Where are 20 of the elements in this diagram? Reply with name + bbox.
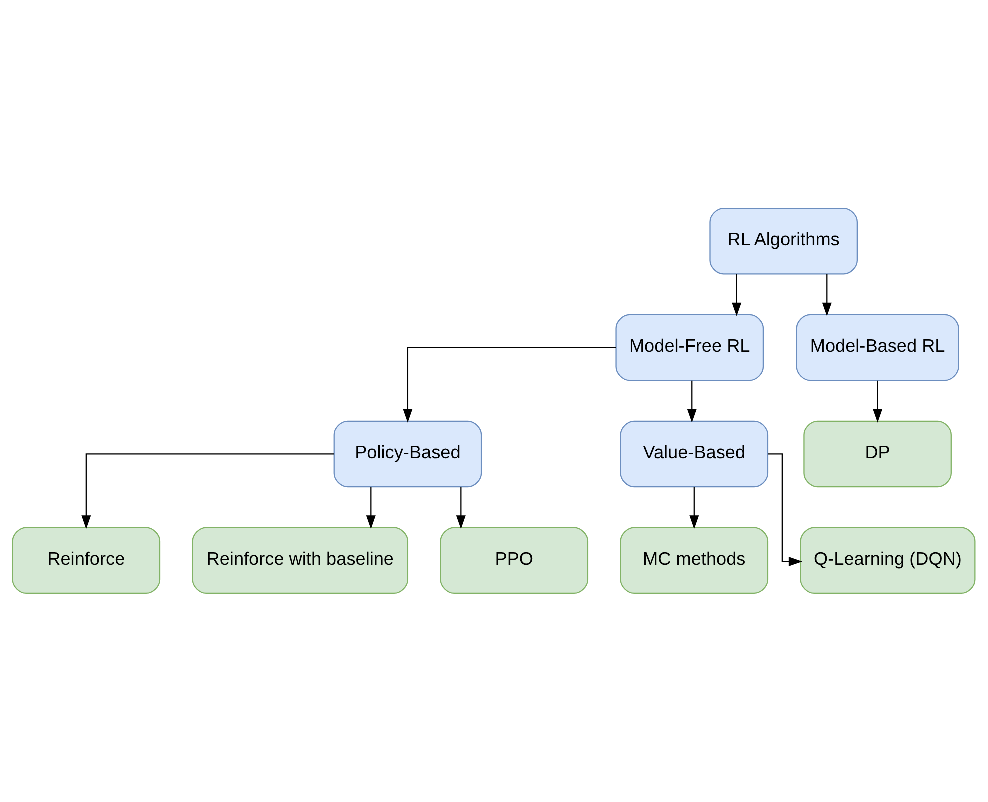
node-box: Value-Based — [620, 420, 769, 488]
arrow — [456, 487, 466, 530]
arrow — [687, 380, 697, 423]
node-box: DP — [804, 420, 952, 488]
arrow — [873, 380, 883, 423]
node-box: Model-Free RL — [616, 314, 764, 382]
arrow — [690, 487, 700, 530]
node-box: RL Algorithms — [710, 208, 858, 275]
arrow — [403, 347, 616, 423]
node-box: Reinforce with baseline — [192, 527, 409, 594]
arrow — [732, 274, 742, 316]
node-box: Policy-Based — [334, 420, 482, 488]
node-box: Q-Learning (DQN) — [800, 527, 976, 594]
arrow — [82, 454, 334, 530]
arrow — [366, 487, 376, 530]
arrow — [822, 274, 832, 316]
node-box: Reinforce — [12, 527, 161, 594]
node-box: PPO — [440, 527, 589, 594]
node-box: Model-Based RL — [796, 314, 960, 382]
node-box: MC methods — [620, 527, 769, 594]
